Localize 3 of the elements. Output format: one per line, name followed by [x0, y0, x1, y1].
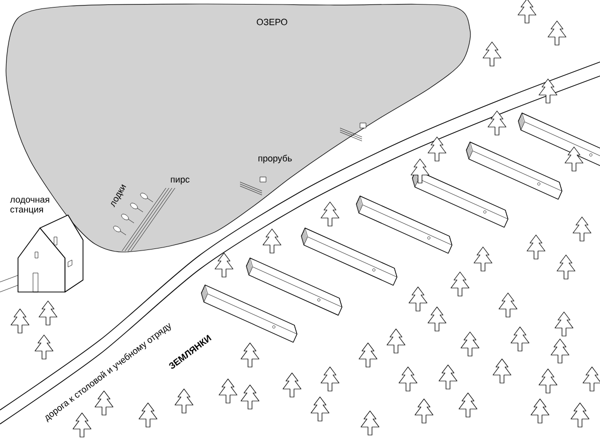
place-label: прорубь: [258, 154, 292, 164]
place-label: пирс: [170, 178, 190, 184]
place-label: лодочная станция: [10, 198, 50, 214]
